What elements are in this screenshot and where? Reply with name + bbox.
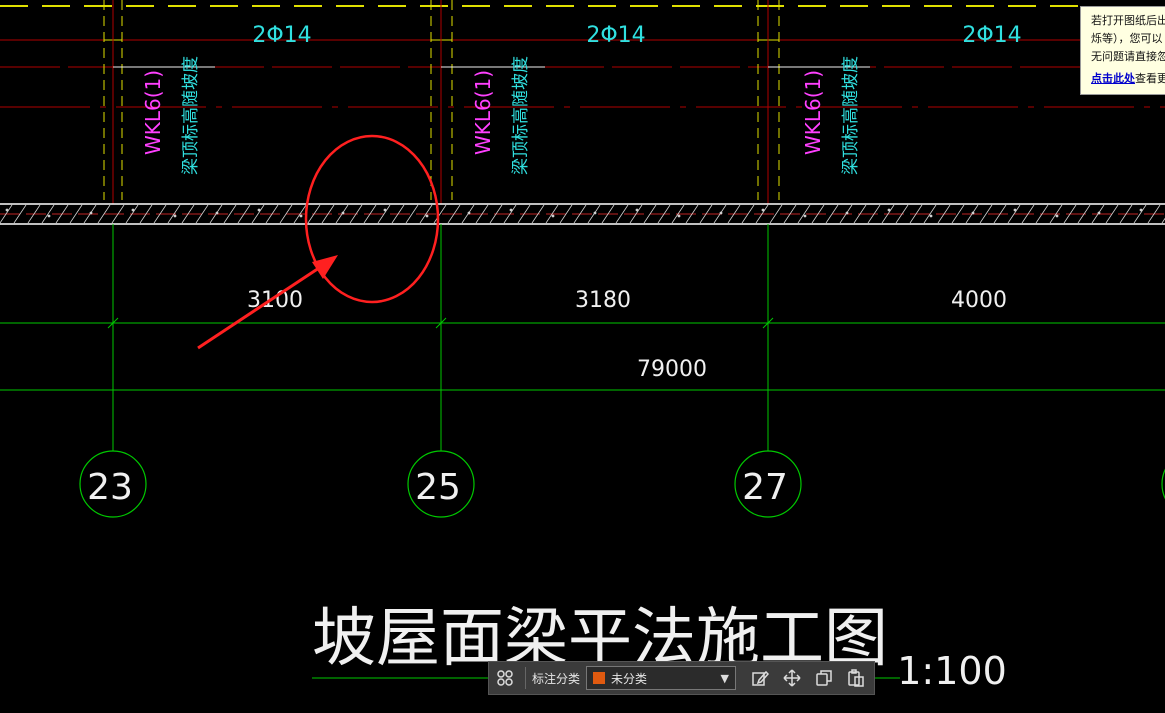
- column-red-lines: [112, 0, 769, 205]
- annotation-circle[interactable]: [304, 134, 440, 304]
- category-label: 标注分类: [532, 671, 581, 686]
- slab-band: [0, 203, 1165, 225]
- tooltip-link-tail: 查看更: [1135, 72, 1165, 85]
- chevron-down-icon: ▼: [720, 671, 730, 685]
- beam-note-group-3: 梁顶标高随坡度: [841, 56, 861, 175]
- axis-label-27: 27: [742, 467, 788, 508]
- tooltip-link[interactable]: 点击此处: [1091, 72, 1135, 85]
- span-dim-3: 4000: [951, 288, 1007, 313]
- bar-label-1: 2Φ14: [252, 23, 311, 48]
- beam-label-group-1: WKL6(1): [141, 70, 165, 155]
- annotation-toolbar: 标注分类 未分类 ▼: [488, 661, 875, 695]
- bar-label-3: 2Φ14: [962, 23, 1021, 48]
- beam-name-3: WKL6(1): [801, 70, 825, 155]
- beam-name-2: WKL6(1): [471, 70, 495, 155]
- beam-note-2: 梁顶标高随坡度: [511, 56, 531, 175]
- beam-note-3: 梁顶标高随坡度: [841, 56, 861, 175]
- category-selected-value: 未分类: [611, 671, 648, 686]
- drawing-scale: 1:100: [897, 649, 1007, 693]
- move-icon[interactable]: [776, 662, 808, 694]
- beam-note-group-1: 梁顶标高随坡度: [181, 56, 201, 175]
- tooltip-line-2: 烁等），您可以: [1091, 32, 1163, 45]
- axis-bubble-23[interactable]: 23: [79, 450, 147, 518]
- annotation-arrow[interactable]: [197, 255, 338, 350]
- beam-label-group-2: WKL6(1): [471, 70, 495, 155]
- axis-label-23: 23: [87, 467, 133, 508]
- bar-label-2: 2Φ14: [586, 23, 645, 48]
- toolbar-divider: [525, 667, 526, 689]
- tooltip-line-1: 若打开图纸后出: [1091, 14, 1165, 27]
- axis-lines: [0, 224, 1165, 451]
- beam-name-1: WKL6(1): [141, 70, 165, 155]
- beam-note-group-2: 梁顶标高随坡度: [511, 56, 531, 175]
- axis-bubble-partial: [1161, 468, 1165, 500]
- beam-label-group-3: WKL6(1): [801, 70, 825, 155]
- axis-bubble-25[interactable]: 25: [407, 450, 475, 518]
- edit-icon[interactable]: [744, 662, 776, 694]
- tooltip-line-3: 无问题请直接忽: [1091, 50, 1165, 63]
- category-color-swatch: [593, 672, 606, 684]
- total-dim: 79000: [637, 357, 707, 382]
- axis-label-25: 25: [415, 467, 461, 508]
- grid-icon[interactable]: [489, 662, 521, 694]
- copy-icon[interactable]: [808, 662, 840, 694]
- beam-note-1: 梁顶标高随坡度: [181, 56, 201, 175]
- tooltip-popup: 若打开图纸后出 烁等），您可以 无问题请直接忽 点击此处查看更: [1080, 6, 1165, 95]
- category-select[interactable]: 未分类 ▼: [586, 666, 737, 690]
- span-dim-2: 3180: [575, 288, 631, 313]
- axis-bubble-27[interactable]: 27: [734, 450, 802, 518]
- paste-icon[interactable]: [840, 662, 872, 694]
